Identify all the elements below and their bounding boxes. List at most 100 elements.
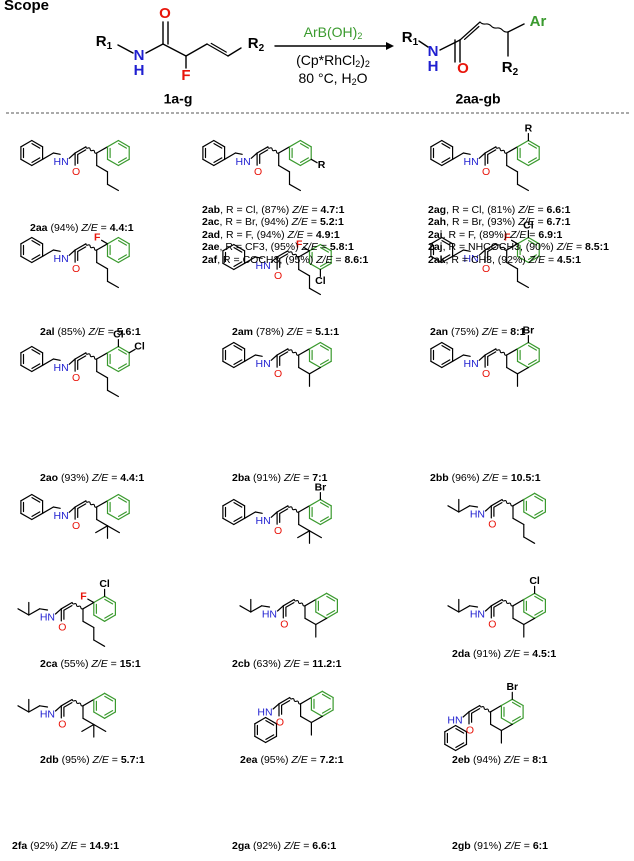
caption-2gb: 2gb (91%) Z/E = 6:1 [452, 840, 549, 852]
svg-text:R: R [318, 159, 326, 171]
svg-text:HN: HN [470, 609, 485, 621]
ze-label: Z/E [503, 648, 521, 660]
product-code: 2al [40, 326, 55, 338]
svg-text:HN: HN [40, 612, 55, 624]
svg-text:O: O [482, 166, 490, 178]
svg-text:O: O [466, 725, 474, 737]
svg-text:Cl: Cl [523, 219, 534, 231]
caption-2an: 2an (75%) Z/E = 8:1 [430, 326, 526, 338]
product-code: 2cb [232, 658, 251, 670]
product-yield: (91%) [473, 648, 502, 660]
svg-text:O: O [72, 372, 80, 384]
product-yield: (91%) [253, 472, 282, 484]
ze-ratio: 6:1 [532, 840, 549, 852]
caption-2cb: 2cb (63%) Z/E = 11.2:1 [232, 658, 342, 670]
series-row: 2ag, R = Cl, (81%) Z/E = 6.6:1 [428, 204, 571, 216]
molecule-7: HNO [222, 341, 332, 387]
ze-label: Z/E [283, 840, 301, 852]
svg-text:O: O [482, 368, 490, 380]
svg-text:O: O [58, 719, 66, 731]
svg-text:Br: Br [506, 681, 518, 693]
product-code: 2aa [30, 222, 48, 234]
product-code: 2ao [40, 472, 59, 484]
caption-2aa: 2aa (94%) Z/E = 4.4:1 [30, 222, 134, 234]
product-code: 2ba [232, 472, 251, 484]
product-code: 2am [232, 326, 254, 338]
svg-text:HN: HN [256, 358, 271, 370]
reactant-label: 1a-g [164, 91, 193, 107]
product-code: 2gb [452, 840, 471, 852]
svg-text:Cl: Cl [99, 578, 110, 590]
ze-label: Z/E [283, 472, 301, 484]
ze-ratio: 4.4:1 [120, 472, 145, 484]
ze-ratio: 7.2:1 [319, 754, 344, 766]
molecule-0: HNO [20, 139, 130, 192]
series-row: 2ah, R = Br, (93%) Z/E = 6.7:1 [428, 216, 571, 229]
product-yield: (96%) [451, 472, 480, 484]
product-yield: (94%) [50, 222, 79, 234]
ze-label: Z/E [291, 754, 308, 766]
svg-text:HN: HN [236, 156, 251, 168]
caption-2bb: 2bb (96%) Z/E = 10.5:1 [430, 472, 541, 484]
product-yield: (92%) [253, 840, 282, 852]
molecule-11: HNO [447, 492, 547, 544]
svg-text:O: O [276, 717, 284, 729]
series-row: 2ad, R = F, (94%) Z/E = 4.9:1 [202, 228, 340, 241]
caption-2fa: 2fa (92%) Z/E = 14.9:1 [12, 840, 120, 852]
ze-label: Z/E [61, 840, 78, 852]
ze-ratio: 5.7:1 [120, 754, 145, 766]
ze-label: Z/E [91, 658, 108, 670]
svg-text:F: F [80, 590, 87, 602]
product-yield: (85%) [57, 326, 86, 338]
svg-text:HN: HN [470, 509, 485, 521]
ze-ratio: 4.4:1 [109, 222, 134, 234]
svg-text:HN: HN [54, 510, 69, 522]
molecule-13: HNO [239, 592, 338, 638]
svg-text:HN: HN [447, 715, 462, 727]
caption-2ea: 2ea (95%) Z/E = 7.2:1 [240, 754, 344, 766]
ze-ratio: 8:1 [532, 754, 548, 766]
product-code: 2ga [232, 840, 251, 852]
molecule-15: HNO [17, 692, 117, 738]
svg-text:Cl: Cl [134, 341, 145, 353]
product-code: 2db [40, 754, 59, 766]
svg-text:F: F [504, 232, 511, 244]
product-yield: (91%) [473, 840, 502, 852]
svg-text:F: F [94, 232, 101, 244]
ze-label: Z/E [92, 754, 109, 766]
product-code: 2ea [240, 754, 258, 766]
caption-2eb: 2eb (94%) Z/E = 8:1 [452, 754, 548, 766]
heading-text: Scope [4, 0, 49, 14]
conditions-text: 80 °C, H2O [299, 70, 368, 88]
caption-2ca: 2ca (55%) Z/E = 15:1 [40, 658, 141, 670]
svg-text:HN: HN [54, 362, 69, 374]
ze-label: Z/E [503, 754, 521, 766]
svg-text:Br: Br [315, 481, 327, 493]
reagent-text: ArB(OH)2 [304, 24, 363, 42]
series-row: 2ac, R = Br, (94%) Z/E = 5.2:1 [202, 216, 344, 229]
product-r2: R2 [502, 59, 519, 78]
ze-ratio: 6.6:1 [312, 840, 337, 852]
svg-text:R: R [525, 122, 533, 134]
svg-text:Cl: Cl [315, 275, 326, 287]
product-yield: (75%) [451, 326, 480, 338]
product-code: 2bb [430, 472, 449, 484]
svg-text:F: F [296, 239, 303, 251]
molecule-16: HNO [254, 690, 334, 744]
series-row: 2ae, R = CF3, (95%) Z/E = 5.8:1 [202, 241, 354, 254]
caption-2ga: 2ga (92%) Z/E = 6.6:1 [232, 840, 337, 852]
svg-text:HN: HN [256, 260, 271, 272]
series-row: 2ak, R = CH3, (92%) Z/E = 4.5:1 [428, 253, 581, 266]
product-yield: (93%) [61, 472, 90, 484]
